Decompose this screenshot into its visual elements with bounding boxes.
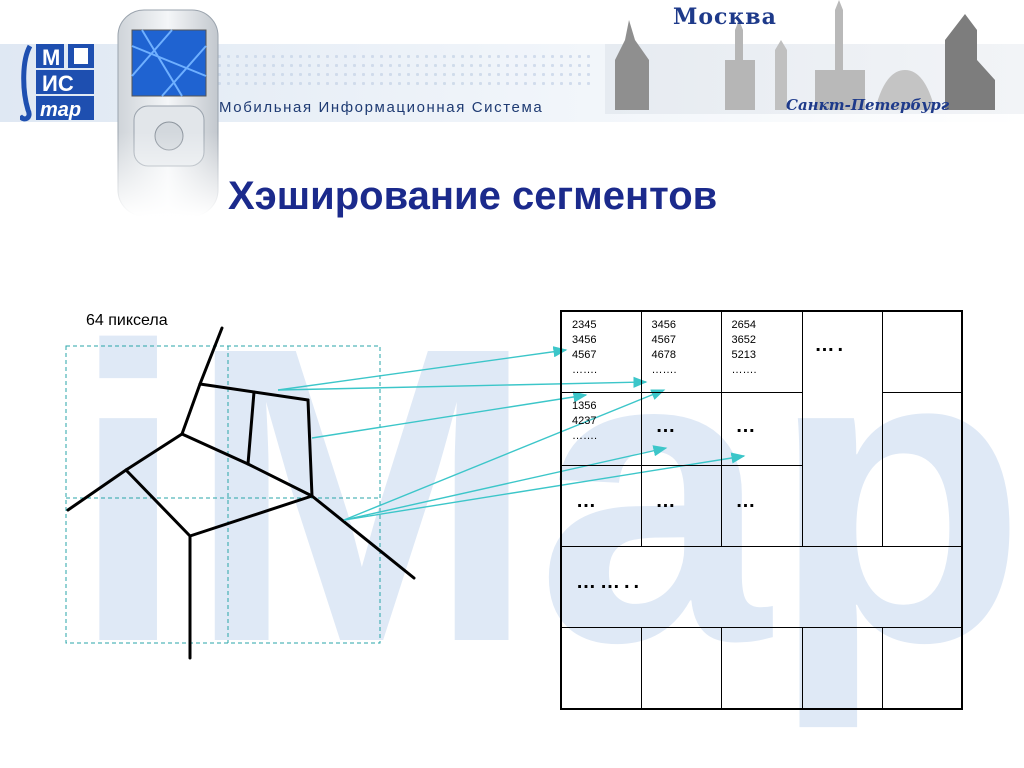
hash-cell: … — [640, 465, 722, 547]
logo-letter-m: М — [42, 45, 60, 70]
hash-cell: 1356 4237 ……. — [560, 392, 642, 466]
hash-cell — [801, 627, 883, 710]
arrow — [277, 346, 568, 391]
city-skyline-image — [605, 0, 1024, 114]
hash-cell: … — [720, 392, 803, 466]
monument-left-icon — [615, 20, 649, 110]
grid-outer — [65, 345, 381, 644]
pixel-grid — [65, 345, 381, 644]
segment-id: 4237 — [572, 415, 597, 427]
cell-ellipsis: … — [576, 490, 599, 512]
segment-id: 2654 — [731, 319, 756, 331]
road-segment — [180, 432, 250, 466]
road-segment — [198, 326, 224, 386]
hash-cell: 2654 3652 5213 ……. — [720, 310, 803, 393]
segment-id: 4678 — [651, 349, 676, 361]
arrow — [311, 391, 588, 439]
hash-cell-merged: …. — [801, 310, 883, 547]
road-network — [66, 326, 416, 660]
hash-cell — [881, 310, 963, 393]
segment-id: 1356 — [572, 400, 597, 412]
hash-cell — [881, 627, 963, 710]
segment-id: 3456 — [651, 319, 676, 331]
mobile-phone-image — [112, 6, 222, 216]
segment-id: 3652 — [731, 334, 756, 346]
segment-id-ellipsis: ……. — [572, 430, 598, 442]
road-segment — [306, 398, 314, 498]
hash-cell: … — [640, 392, 722, 466]
segment-id: 2345 — [572, 319, 597, 331]
monument-right-icon — [945, 14, 995, 110]
hash-cell — [881, 392, 963, 547]
road-segment — [310, 494, 416, 580]
logo-swoosh-icon — [20, 44, 33, 122]
road-segment — [66, 468, 128, 512]
cell-ellipsis: …. — [814, 334, 847, 356]
road-segment — [124, 468, 192, 538]
segment-id: 4567 — [651, 334, 676, 346]
hash-cell — [720, 627, 803, 710]
road-segment — [246, 462, 314, 498]
logo-letter-is: ИС — [42, 71, 74, 96]
hash-cell: … — [560, 465, 642, 547]
road-segment — [246, 390, 256, 466]
road-segment — [124, 432, 184, 472]
hash-cell: … — [720, 465, 803, 547]
hash-cell: 2345 3456 4567 ……. — [560, 310, 642, 393]
cell-ellipsis: … — [735, 490, 759, 512]
header-dot-pattern — [215, 52, 595, 88]
system-subtitle: Мобильная Информационная Система — [219, 99, 544, 116]
segment-id-ellipsis: ……. — [651, 364, 677, 376]
city-moscow-label: Москва — [673, 4, 777, 30]
logo-letter-tar: тар — [40, 99, 81, 121]
hash-cell-wide: …….. — [560, 546, 963, 628]
hash-cell — [640, 627, 722, 710]
cell-ellipsis: … — [735, 415, 759, 437]
city-spb-label: Санкт-Петербург — [786, 96, 950, 114]
mis-logo: М ИС тар — [20, 44, 94, 122]
segment-id: 3456 — [572, 334, 597, 346]
road-segment — [188, 494, 314, 538]
cell-ellipsis: … — [655, 415, 679, 437]
segment-id: 4567 — [572, 349, 597, 361]
segment-id-ellipsis: ……. — [731, 364, 757, 376]
hash-cell: 3456 4567 4678 ……. — [640, 310, 722, 393]
page-title: Хэширование сегментов — [228, 174, 718, 218]
segment-id-ellipsis: ……. — [572, 364, 598, 376]
hash-table: 2345 3456 4567 ……. 3456 4567 4678 ……. 26… — [560, 310, 963, 710]
hash-cell — [560, 627, 642, 710]
cell-ellipsis: … — [655, 490, 679, 512]
road-segment — [180, 382, 202, 436]
cell-ellipsis: …….. — [576, 571, 644, 593]
grid-size-label: 64 пиксела — [86, 312, 168, 329]
segment-id: 5213 — [731, 349, 756, 361]
